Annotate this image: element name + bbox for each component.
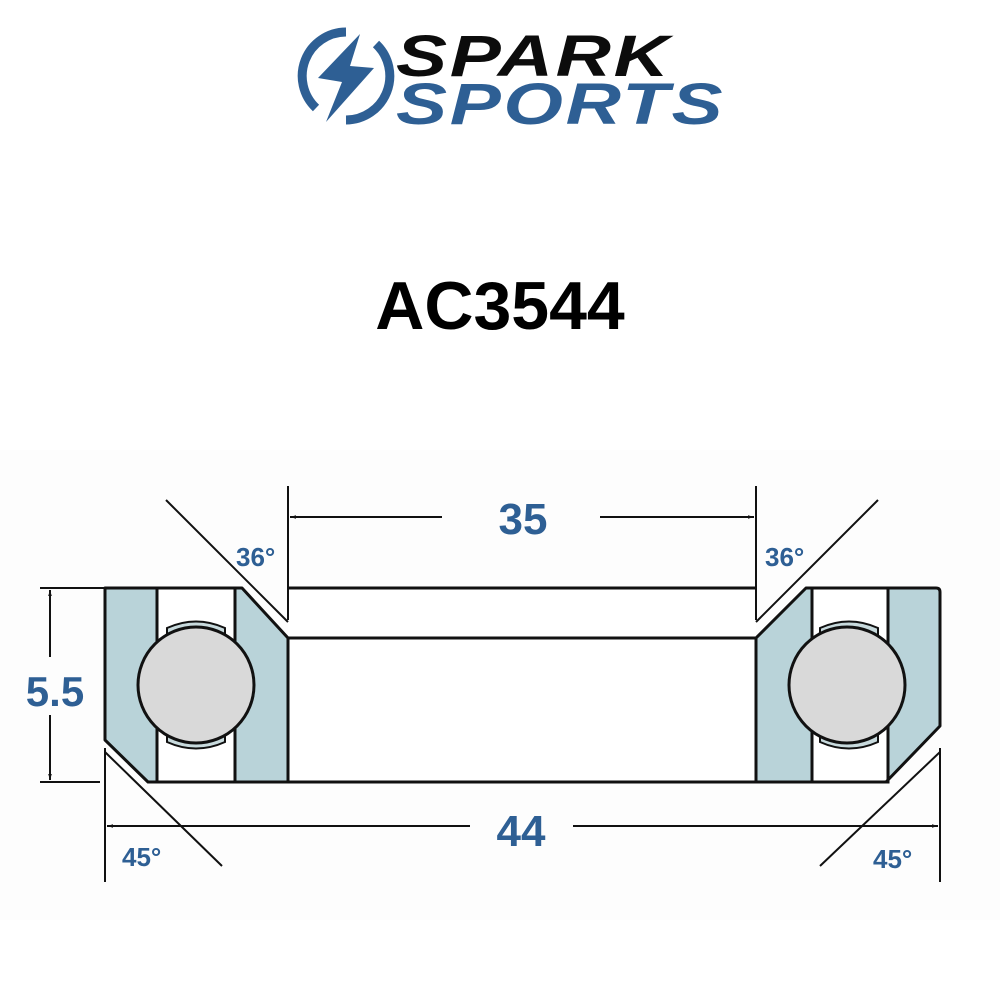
dimension-outer-diameter (40, 748, 941, 882)
height-label: 5.5 (26, 668, 84, 715)
bottom-left-angle-label: 45° (122, 842, 161, 872)
brand-name-line2: SPORTS (396, 72, 726, 137)
lightning-bolt-icon (297, 27, 395, 125)
left-ball (136, 625, 256, 745)
product-code: AC3544 (375, 268, 625, 344)
top-right-angle-label: 36° (765, 542, 804, 572)
top-left-angle-label: 36° (236, 542, 275, 572)
inner-diameter-label: 35 (499, 495, 548, 544)
inner-bore (286, 586, 758, 784)
bottom-right-angle-label: 45° (873, 844, 912, 874)
left-inner-race (233, 586, 290, 784)
left-outer-race (103, 586, 159, 784)
brand-name-line1: SPARK (396, 24, 672, 89)
brand-logo: SPARK SPORTS (296, 24, 723, 134)
outer-diameter-label: 44 (497, 807, 546, 856)
right-bearing-section (754, 586, 942, 784)
left-bearing-section (103, 586, 290, 784)
right-outer-race (884, 586, 942, 784)
right-ball (787, 625, 907, 745)
dimension-inner-diameter (40, 486, 879, 623)
